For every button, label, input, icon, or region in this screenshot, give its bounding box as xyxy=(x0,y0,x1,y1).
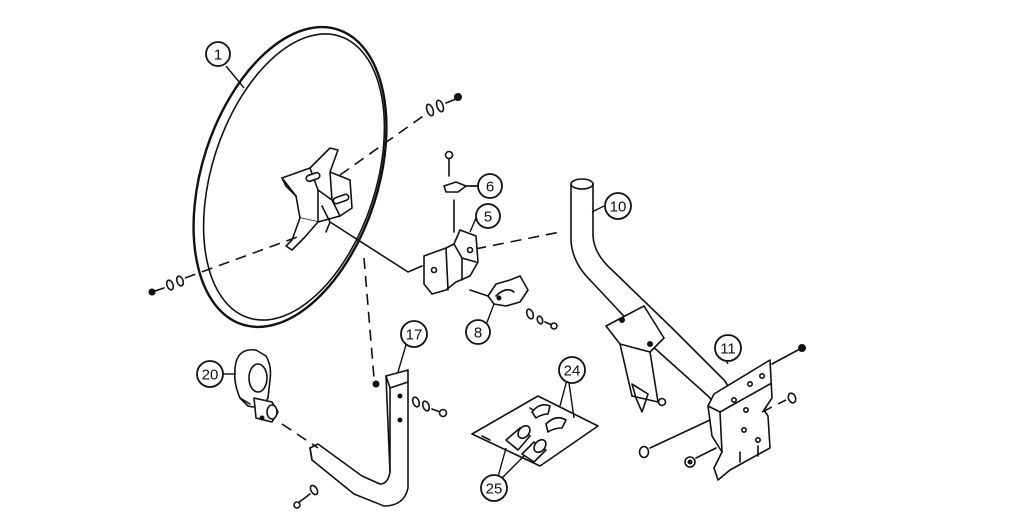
callout-label-1: 1 xyxy=(214,47,222,64)
lnb-arm xyxy=(293,369,448,509)
callout-1: 1 xyxy=(205,41,231,67)
callout-label-25: 25 xyxy=(486,481,503,498)
callout-20: 20 xyxy=(196,360,224,388)
callout-label-10: 10 xyxy=(610,199,627,216)
callout-17: 17 xyxy=(400,320,428,348)
leader-lines xyxy=(222,65,729,485)
callout-25: 25 xyxy=(480,474,508,502)
callout-11: 11 xyxy=(714,334,742,362)
callout-label-24: 24 xyxy=(564,363,581,380)
callout-10: 10 xyxy=(604,192,632,220)
callout-label-20: 20 xyxy=(202,367,219,384)
callout-5: 5 xyxy=(475,203,501,229)
callout-label-6: 6 xyxy=(486,179,494,196)
dish-bolt-right xyxy=(425,93,462,117)
axis-line-left xyxy=(184,235,301,279)
axis-line-arm xyxy=(363,257,375,379)
accessory-bag xyxy=(471,395,599,467)
dish-back-mount xyxy=(281,147,353,251)
callout-label-8: 8 xyxy=(474,325,482,342)
callout-24: 24 xyxy=(558,356,586,384)
wall-plate xyxy=(638,344,806,481)
mount-connector-line xyxy=(329,221,423,273)
callout-8: 8 xyxy=(465,319,491,345)
dish-reflector xyxy=(192,25,388,329)
callout-label-11: 11 xyxy=(720,341,736,358)
dish-bolt-left xyxy=(148,275,185,296)
mast-pipe xyxy=(570,178,735,421)
callout-6: 6 xyxy=(477,173,503,199)
callout-label-5: 5 xyxy=(484,209,492,226)
lnb-unit xyxy=(233,348,319,449)
mount-bracket xyxy=(423,199,479,295)
callout-label-17: 17 xyxy=(406,327,423,344)
clamp xyxy=(469,275,558,330)
